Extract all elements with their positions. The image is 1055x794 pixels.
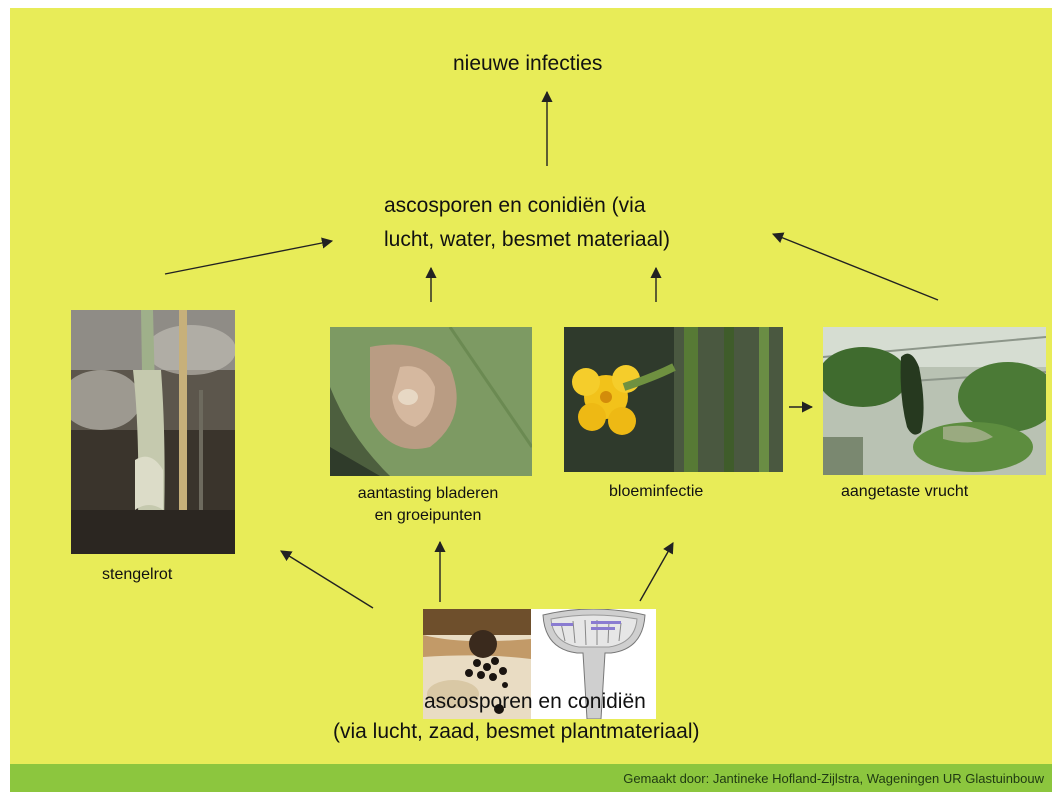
arrow-bottom-to-bloom <box>640 543 673 601</box>
arrow-bottom-to-stem <box>281 551 373 608</box>
arrow-fruit-to-spores <box>773 234 938 300</box>
arrow-stem-to-spores <box>165 241 332 274</box>
footer-credit: Gemaakt door: Jantineke Hofland-Zijlstra… <box>623 771 1044 786</box>
footer-bar: Gemaakt door: Jantineke Hofland-Zijlstra… <box>10 764 1052 792</box>
